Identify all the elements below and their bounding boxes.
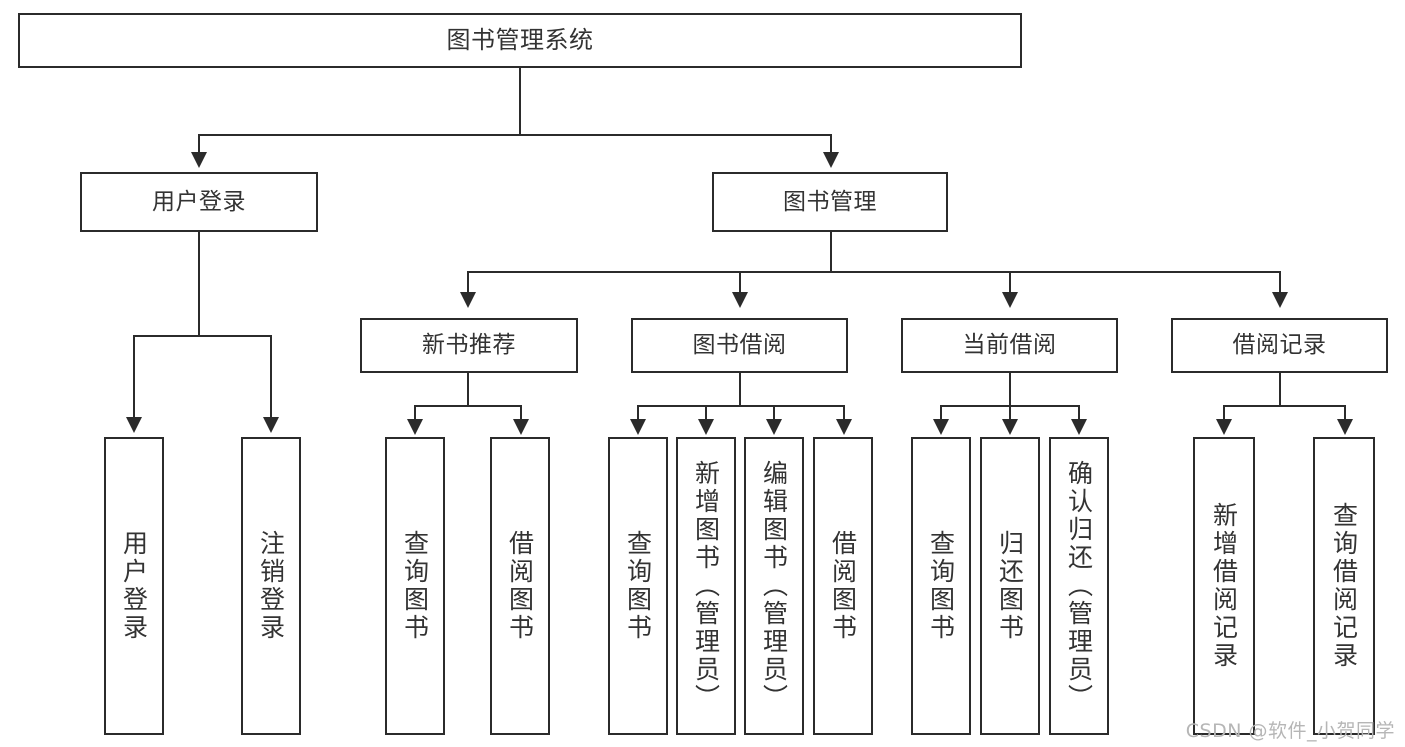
leaf-new-book-borrow-book[interactable]: 借阅图书	[490, 437, 550, 735]
arrowhead-root-to-user-login	[191, 152, 207, 168]
connector-br-to-leaf-1	[1223, 405, 1225, 421]
node-root-book-management-system[interactable]: 图书管理系统	[18, 13, 1022, 68]
connector-user-login-stem	[198, 232, 200, 336]
connector-nb-to-leaf-2	[520, 405, 522, 421]
arrowhead-bm-to-current-borrow	[1002, 292, 1018, 308]
connector-root-stem	[519, 68, 521, 134]
connector-bb-to-leaf-1	[637, 405, 639, 421]
node-label: 查询图书	[623, 530, 653, 642]
connector-current-borrow-stem	[1009, 373, 1011, 406]
arrowhead-bm-to-new-book	[460, 292, 476, 308]
leaf-book-borrow-borrow-book[interactable]: 借阅图书	[813, 437, 873, 735]
connector-bm-to-borrow-record	[1279, 271, 1281, 294]
connector-cb-to-leaf-1	[940, 405, 942, 421]
connector-nb-to-leaf-1	[414, 405, 416, 421]
connector-user-login-bus	[133, 335, 270, 337]
arrowhead-nb-to-leaf-2	[513, 419, 529, 435]
leaf-book-borrow-edit-book-admin[interactable]: 编辑图书（管理员）	[744, 437, 804, 735]
node-label: 图书管理系统	[446, 25, 594, 54]
connector-user-login-to-leaf-2	[270, 335, 272, 419]
connector-cb-to-leaf-2	[1009, 405, 1011, 421]
connector-root-bus	[198, 134, 831, 136]
connector-bm-to-current-borrow	[1009, 271, 1011, 294]
node-label: 用户登录	[152, 188, 246, 215]
connector-br-to-leaf-2	[1344, 405, 1346, 421]
connector-borrow-record-stem	[1279, 373, 1281, 406]
arrowhead-bb-to-leaf-4	[836, 419, 852, 435]
arrowhead-cb-to-leaf-1	[933, 419, 949, 435]
leaf-current-borrow-return-book[interactable]: 归还图书	[980, 437, 1040, 735]
connector-bm-to-book-borrow	[739, 271, 741, 294]
connector-book-management-bus	[467, 271, 1279, 273]
node-current-borrow[interactable]: 当前借阅	[901, 318, 1118, 373]
arrowhead-user-login-to-leaf-1	[126, 417, 142, 433]
node-new-book-recommend[interactable]: 新书推荐	[360, 318, 578, 373]
node-label: 图书管理	[783, 188, 877, 215]
node-label: 借阅记录	[1232, 332, 1327, 359]
leaf-current-borrow-confirm-return-admin[interactable]: 确认归还（管理员）	[1049, 437, 1109, 735]
leaf-book-borrow-add-book-admin[interactable]: 新增图书（管理员）	[676, 437, 736, 735]
connector-new-book-bus	[414, 405, 520, 407]
node-label: 查询图书	[400, 530, 430, 642]
node-label: 图书借阅	[692, 332, 787, 359]
leaf-borrow-record-query-record[interactable]: 查询借阅记录	[1313, 437, 1375, 735]
arrowhead-cb-to-leaf-2	[1002, 419, 1018, 435]
arrowhead-cb-to-leaf-3	[1071, 419, 1087, 435]
arrowhead-user-login-to-leaf-2	[263, 417, 279, 433]
arrowhead-br-to-leaf-2	[1337, 419, 1353, 435]
connector-book-management-stem	[830, 232, 832, 272]
connector-book-borrow-bus	[637, 405, 843, 407]
connector-new-book-stem	[467, 373, 469, 406]
leaf-current-borrow-query-book[interactable]: 查询图书	[911, 437, 971, 735]
node-label: 新增图书（管理员）	[691, 460, 721, 712]
arrowhead-bm-to-borrow-record	[1272, 292, 1288, 308]
node-user-login[interactable]: 用户登录	[80, 172, 318, 232]
node-label: 新书推荐	[422, 332, 516, 359]
connector-root-to-user-login	[198, 134, 200, 154]
arrowhead-bm-to-book-borrow	[732, 292, 748, 308]
connector-borrow-record-bus	[1223, 405, 1344, 407]
node-label: 编辑图书（管理员）	[759, 460, 789, 712]
leaf-user-login-login[interactable]: 用户登录	[104, 437, 164, 735]
connector-bb-to-leaf-4	[843, 405, 845, 421]
node-book-management[interactable]: 图书管理	[712, 172, 948, 232]
node-label: 查询图书	[926, 530, 956, 642]
connector-bm-to-new-book	[467, 271, 469, 294]
node-label: 借阅图书	[505, 530, 535, 642]
arrowhead-root-to-book-management	[823, 152, 839, 168]
node-book-borrow[interactable]: 图书借阅	[631, 318, 848, 373]
connector-book-borrow-stem	[739, 373, 741, 406]
node-label: 归还图书	[995, 530, 1025, 642]
leaf-book-borrow-query-book[interactable]: 查询图书	[608, 437, 668, 735]
connector-bb-to-leaf-3	[773, 405, 775, 421]
arrowhead-bb-to-leaf-2	[698, 419, 714, 435]
watermark-text: CSDN @软件_小贺同学	[1185, 720, 1395, 742]
arrowhead-bb-to-leaf-1	[630, 419, 646, 435]
node-borrow-record[interactable]: 借阅记录	[1171, 318, 1388, 373]
arrowhead-bb-to-leaf-3	[766, 419, 782, 435]
node-label: 新增借阅记录	[1209, 502, 1239, 670]
connector-user-login-to-leaf-1	[133, 335, 135, 419]
arrowhead-br-to-leaf-1	[1216, 419, 1232, 435]
connector-root-to-book-management	[830, 134, 832, 154]
node-label: 借阅图书	[828, 530, 858, 642]
node-label: 确认归还（管理员）	[1064, 460, 1094, 712]
node-label: 用户登录	[119, 530, 149, 642]
leaf-borrow-record-add-record[interactable]: 新增借阅记录	[1193, 437, 1255, 735]
node-label: 当前借阅	[962, 332, 1057, 359]
leaf-user-login-logout[interactable]: 注销登录	[241, 437, 301, 735]
arrowhead-nb-to-leaf-1	[407, 419, 423, 435]
node-label: 查询借阅记录	[1329, 502, 1359, 670]
connector-cb-to-leaf-3	[1078, 405, 1080, 421]
connector-bb-to-leaf-2	[705, 405, 707, 421]
node-label: 注销登录	[256, 530, 286, 642]
leaf-new-book-query-book[interactable]: 查询图书	[385, 437, 445, 735]
